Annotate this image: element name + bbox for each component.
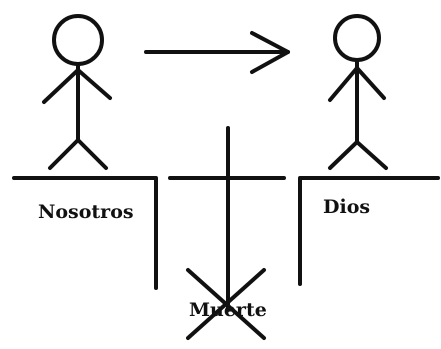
label-dios: Dios	[323, 196, 370, 218]
left-person-left-leg	[48, 138, 80, 170]
left-cliff	[12, 176, 158, 290]
right-cliff	[298, 176, 440, 286]
right-person-right-arm	[355, 66, 386, 100]
right-person-left-leg	[328, 140, 359, 170]
arrow-head	[250, 31, 290, 74]
left-person-figure	[42, 14, 112, 170]
label-nosotros: Nosotros	[38, 201, 134, 223]
right-person-left-arm	[328, 66, 359, 102]
x-mark	[186, 268, 266, 340]
label-muerte: Muerte	[189, 299, 267, 321]
right-person-right-leg	[355, 140, 388, 170]
right-person-head	[333, 14, 381, 62]
right-person-figure	[328, 14, 388, 170]
left-person-left-arm	[42, 68, 80, 104]
x-mark-stroke-2	[186, 268, 266, 340]
arrow-to-right	[144, 31, 290, 74]
cross-bridge	[168, 126, 286, 312]
left-person-head	[52, 14, 104, 66]
left-person-right-arm	[76, 68, 112, 100]
left-person-right-leg	[76, 138, 108, 170]
